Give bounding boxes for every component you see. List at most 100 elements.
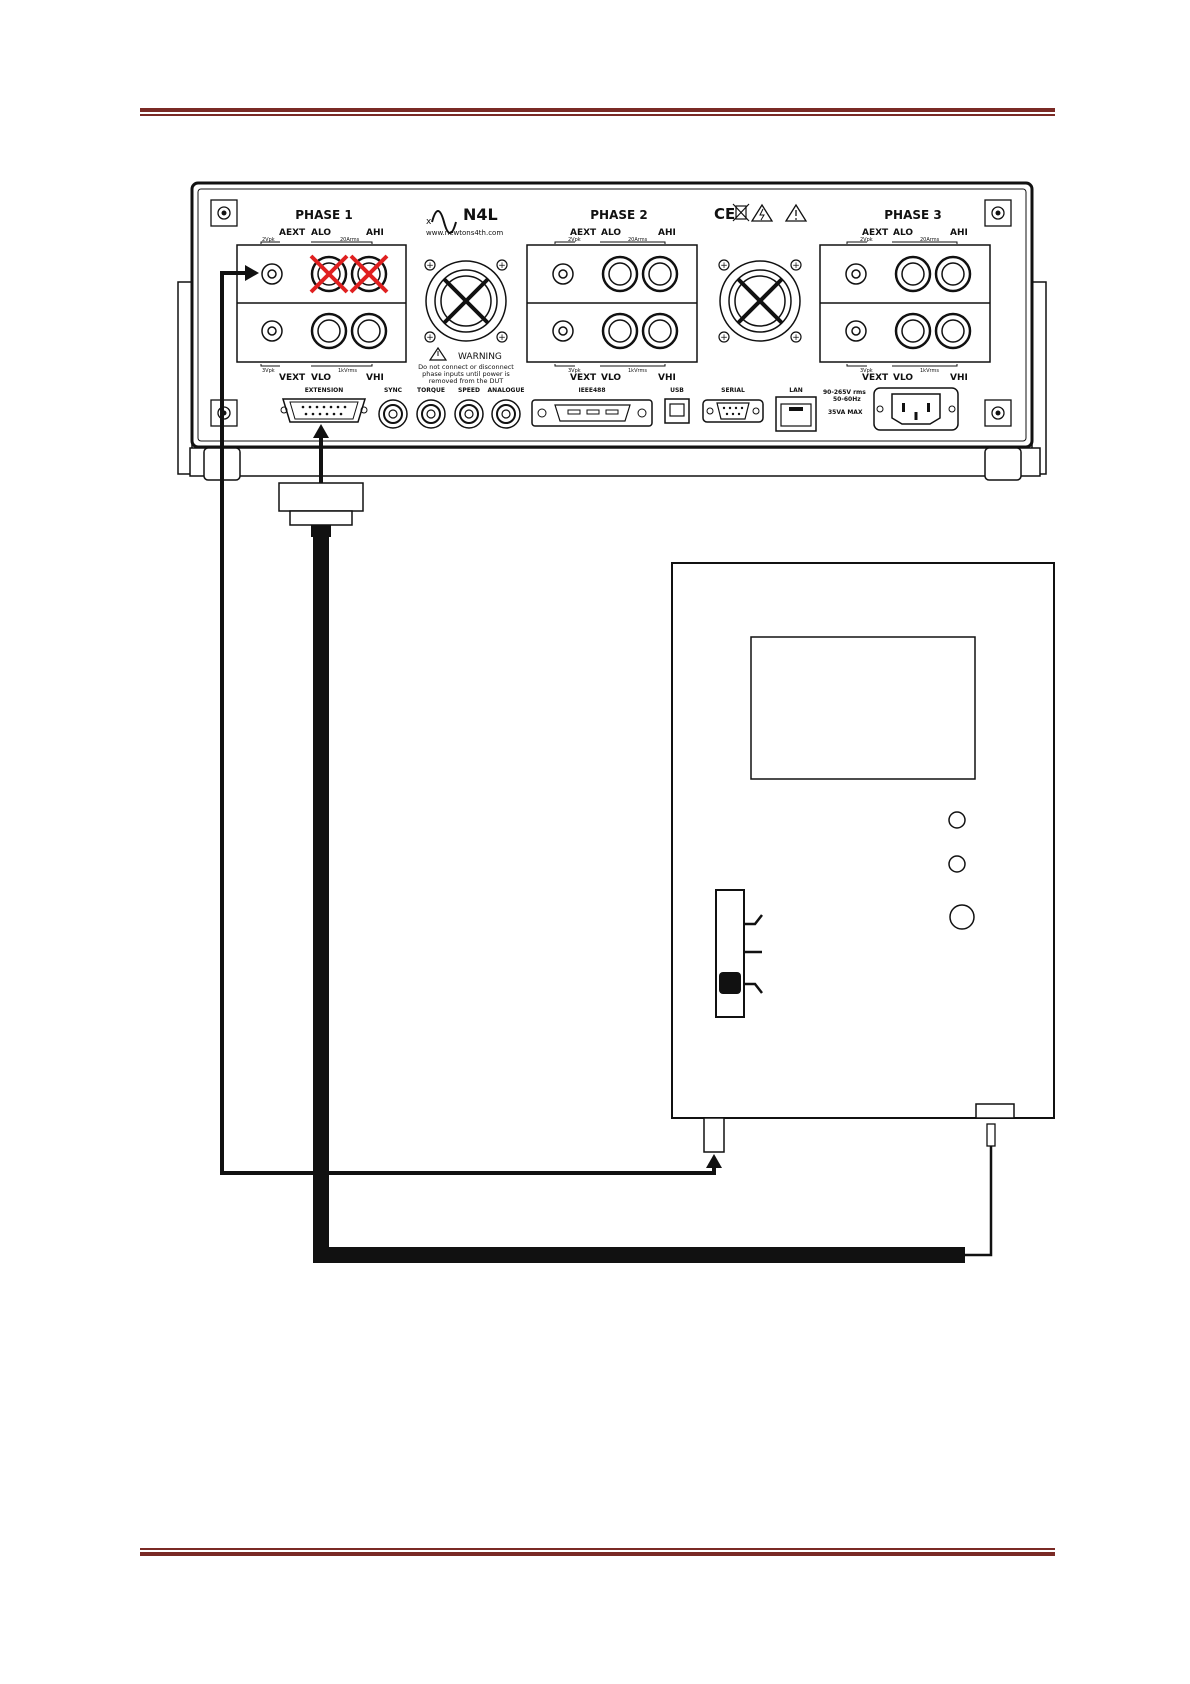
heavy-cable	[313, 537, 993, 1263]
warning-line-2: phase inputs until power is	[422, 370, 510, 378]
fan-1-icon: + + + +	[424, 259, 508, 343]
phase1-v-lo-socket	[310, 312, 348, 350]
warning-notice: WARNING Do not connect or disconnect pha…	[418, 346, 514, 385]
usb-port	[664, 398, 690, 424]
svg-text:+: +	[426, 333, 434, 343]
signal-cable-to-extension	[313, 424, 329, 483]
phase2-a-lo-socket	[601, 255, 639, 293]
bnc-sync	[378, 399, 408, 429]
power-rating-1: 90-265V rms	[823, 389, 866, 396]
svg-text:+: +	[498, 261, 506, 271]
phase2-v-ext-socket	[552, 320, 574, 342]
phase2-a-ext-socket	[552, 263, 574, 285]
phase3-a-ext-label: AEXT	[862, 228, 889, 238]
phase3-range-1kvrms: 1kVrms	[920, 368, 939, 374]
warning-title: WARNING	[458, 352, 502, 362]
svg-text:+: +	[720, 261, 728, 271]
weee-bin-icon	[735, 205, 747, 220]
phase3-v-hi-socket	[934, 312, 972, 350]
power-rating-2: 50-60Hz	[833, 396, 861, 403]
phase2-v-lo-label: VLO	[601, 373, 621, 383]
extension-label: EXTENSION	[305, 387, 344, 394]
lan-port	[775, 396, 817, 432]
phase3-block: AEXT ALO AHI 2Vpk 20Arms 3Vpk 1kVrms VEX…	[819, 228, 991, 383]
svg-text:+: +	[792, 333, 800, 343]
phase3-v-ext-socket	[845, 320, 867, 342]
phase3-range-3vpk: 3Vpk	[860, 368, 873, 374]
phase3-v-ext-label: VEXT	[862, 373, 889, 383]
torque-label: TORQUE	[417, 387, 445, 394]
phase2-v-ext-label: VEXT	[570, 373, 597, 383]
website-label: www.newtons4th.com	[426, 229, 503, 237]
bnc-analogue	[491, 399, 521, 429]
right-foot	[984, 447, 1022, 481]
warning-icon	[428, 346, 448, 361]
left-handle	[177, 281, 193, 475]
power-rating-3: 35VA MAX	[828, 409, 863, 416]
serial-label: SERIAL	[721, 387, 745, 394]
header-rule	[140, 108, 1055, 116]
phase3-v-lo-label: VLO	[893, 373, 913, 383]
arrow-to-device	[706, 1154, 722, 1168]
corner-screws	[210, 199, 1012, 427]
lan-label: LAN	[789, 387, 803, 394]
analogue-label: ANALOGUE	[488, 387, 525, 394]
phase1-v-hi-label: VHI	[366, 373, 384, 383]
phase2-a-lo-label: ALO	[601, 228, 621, 238]
phase2-label: PHASE 2	[590, 208, 648, 222]
signal-cable-to-a-ext	[220, 265, 722, 1175]
shock-hazard-icon	[750, 203, 774, 222]
device-indicator-2	[948, 855, 966, 873]
phase3-a-ext-socket	[845, 263, 867, 285]
serial-port	[702, 399, 764, 423]
phase1-a-lo-label: ALO	[311, 228, 331, 238]
svg-text:+: +	[498, 333, 506, 343]
phase2-a-hi-socket	[641, 255, 679, 293]
bnc-speed	[454, 399, 484, 429]
phase3-v-hi-label: VHI	[950, 373, 968, 383]
phase1-a-ext-label: AEXT	[279, 228, 306, 238]
ieee488-port	[531, 399, 653, 427]
caution-icon	[784, 203, 808, 222]
warning-line-3: removed from the DUT	[429, 377, 504, 385]
phase2-v-hi-socket	[641, 312, 679, 350]
phase2-block: AEXT ALO AHI 2Vpk 20Arms 3Vpk 1kVrms VEX…	[526, 228, 698, 383]
phase1-a-hi-socket	[350, 255, 388, 293]
phase2-v-hi-label: VHI	[658, 373, 676, 383]
svg-text:+: +	[720, 333, 728, 343]
speed-label: SPEED	[458, 387, 480, 394]
phase2-v-lo-socket	[601, 312, 639, 350]
phase1-range-3vpk: 3Vpk	[262, 368, 275, 374]
base-rail	[189, 447, 1041, 477]
brand-label: N4L	[463, 205, 498, 224]
phase1-range-20arms: 20Arms	[340, 237, 360, 243]
arrow-to-a-ext	[245, 265, 259, 281]
iec-power-inlet	[873, 387, 959, 431]
phase1-v-hi-socket	[350, 312, 388, 350]
phase1-a-lo-socket	[310, 255, 348, 293]
device-display-window	[750, 636, 976, 780]
right-handle	[1031, 281, 1047, 475]
extension-connector-plug	[278, 482, 364, 537]
sync-label: SYNC	[384, 387, 403, 394]
phase2-range-3vpk: 3Vpk	[568, 368, 581, 374]
extension-port	[280, 398, 368, 423]
warning-line-1: Do not connect or disconnect	[418, 363, 514, 371]
ce-mark-label: CE	[714, 205, 735, 223]
compliance-marks: CE	[714, 203, 808, 223]
phase1-block: AEXT ALO AHI 2Vpk 20Arms	[236, 228, 407, 383]
instrument-rear-panel: PHASE 1 PHASE 2 PHASE 3 x N4L www.newton…	[177, 181, 1047, 481]
device-signal-port	[703, 1117, 725, 1153]
phase1-v-ext-label: VEXT	[279, 373, 306, 383]
external-device-box	[671, 562, 1055, 1153]
phase3-a-hi-socket	[934, 255, 972, 293]
phase3-range-20arms: 20Arms	[920, 237, 940, 243]
svg-text:+: +	[426, 261, 434, 271]
phase1-v-lo-label: VLO	[311, 373, 331, 383]
svg-text:x: x	[426, 217, 432, 227]
phase2-range-20arms: 20Arms	[628, 237, 648, 243]
device-output-plug	[986, 1123, 996, 1147]
footer-rule	[140, 1548, 1055, 1556]
phase3-a-lo-socket	[894, 255, 932, 293]
